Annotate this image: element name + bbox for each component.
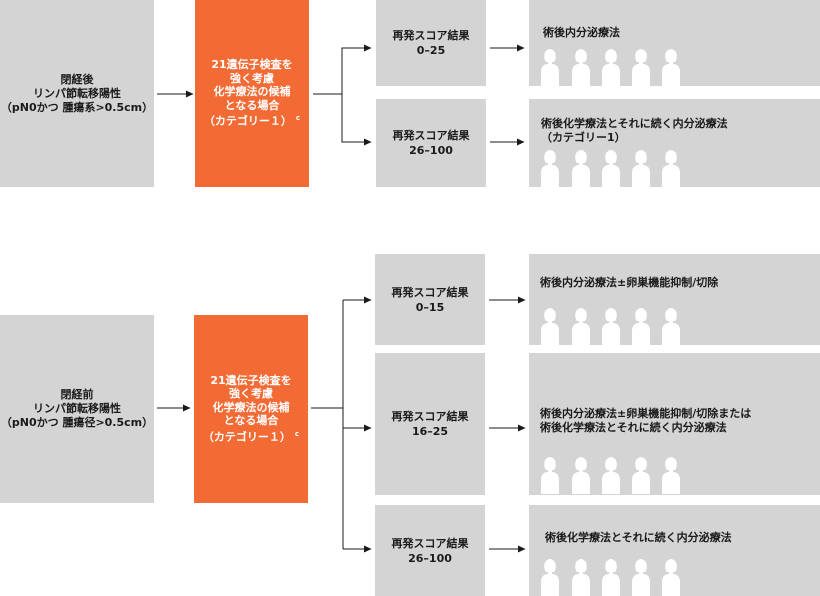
condition-label: 閉経後 リンパ節転移陽性 （pN0かつ 腫瘍系>0.5cm） (0, 72, 154, 114)
test-label: 21遺伝子検査を 強く考慮 化学療法の候補 となる場合 （カテゴリー１）c (202, 373, 300, 444)
condition-label: 閉経前 リンパ節転移陽性 （pN0かつ 腫瘍径>0.5cm） (0, 388, 154, 429)
branch-top (313, 47, 371, 142)
condition-box-postmenopausal: 閉経後 リンパ節転移陽性 （pN0かつ 腫瘍系>0.5cm） (0, 0, 154, 187)
footnote-marker: c (295, 114, 301, 123)
treatment-label: 術後内分泌療法±卵巣機能抑制/切除または 術後化学療法とそれに続く内分泌療法 (540, 407, 752, 434)
score-label: 再発スコア結果 16–25 (391, 410, 469, 438)
score-label: 再発スコア結果 26–100 (392, 129, 470, 157)
treatment-box-pre-3: 術後化学療法とそれに続く内分泌療法 (529, 505, 820, 596)
treatment-label: 術後内分泌療法±卵巣機能抑制/切除 (540, 276, 719, 289)
treatment-label: 術後化学療法とそれに続く内分泌療法 (545, 531, 732, 544)
score-box-pre-0-15: 再発スコア結果 0–15 (375, 254, 485, 345)
condition-box-premenopausal: 閉経前 リンパ節転移陽性 （pN0かつ 腫瘍径>0.5cm） (0, 315, 154, 503)
footnote-marker: c (294, 429, 300, 438)
score-box-pre-16-25: 再発スコア結果 16–25 (375, 353, 485, 495)
treatment-box-pre-1: 術後内分泌療法±卵巣機能抑制/切除 (529, 254, 820, 345)
patients-silhouette-icon (539, 307, 689, 345)
score-box-pre-26-100: 再発スコア結果 26–100 (375, 505, 485, 596)
patients-silhouette-icon (539, 149, 689, 187)
patients-silhouette-icon (539, 558, 689, 596)
score-box-post-0-25: 再発スコア結果 0–25 (376, 0, 486, 86)
test-box-premenopausal: 21遺伝子検査を 強く考慮 化学療法の候補 となる場合 （カテゴリー１）c (194, 315, 308, 503)
treatment-label: 術後化学療法とそれに続く内分泌療法 （カテゴリー1） (541, 117, 728, 144)
treatment-box-post-2: 術後化学療法とそれに続く内分泌療法 （カテゴリー1） (529, 99, 820, 187)
score-label: 再発スコア結果 0–25 (392, 29, 470, 57)
test-label: 21遺伝子検査を 強く考慮 化学療法の候補 となる場合 （カテゴリー１）c (203, 58, 301, 129)
branch-bottom (311, 300, 344, 549)
treatment-box-post-1: 術後内分泌療法 (529, 0, 820, 86)
score-label: 再発スコア結果 26–100 (391, 536, 469, 565)
patients-silhouette-icon (539, 456, 689, 495)
test-box-postmenopausal: 21遺伝子検査を 強く考慮 化学療法の候補 となる場合 （カテゴリー１）c (195, 0, 309, 187)
treatment-box-pre-2: 術後内分泌療法±卵巣機能抑制/切除または 術後化学療法とそれに続く内分泌療法 (529, 353, 820, 495)
treatment-label: 術後内分泌療法 (543, 26, 620, 39)
patients-silhouette-icon (539, 48, 689, 86)
score-label: 再発スコア結果 0–15 (391, 285, 469, 314)
score-box-post-26-100: 再発スコア結果 26–100 (376, 99, 486, 187)
